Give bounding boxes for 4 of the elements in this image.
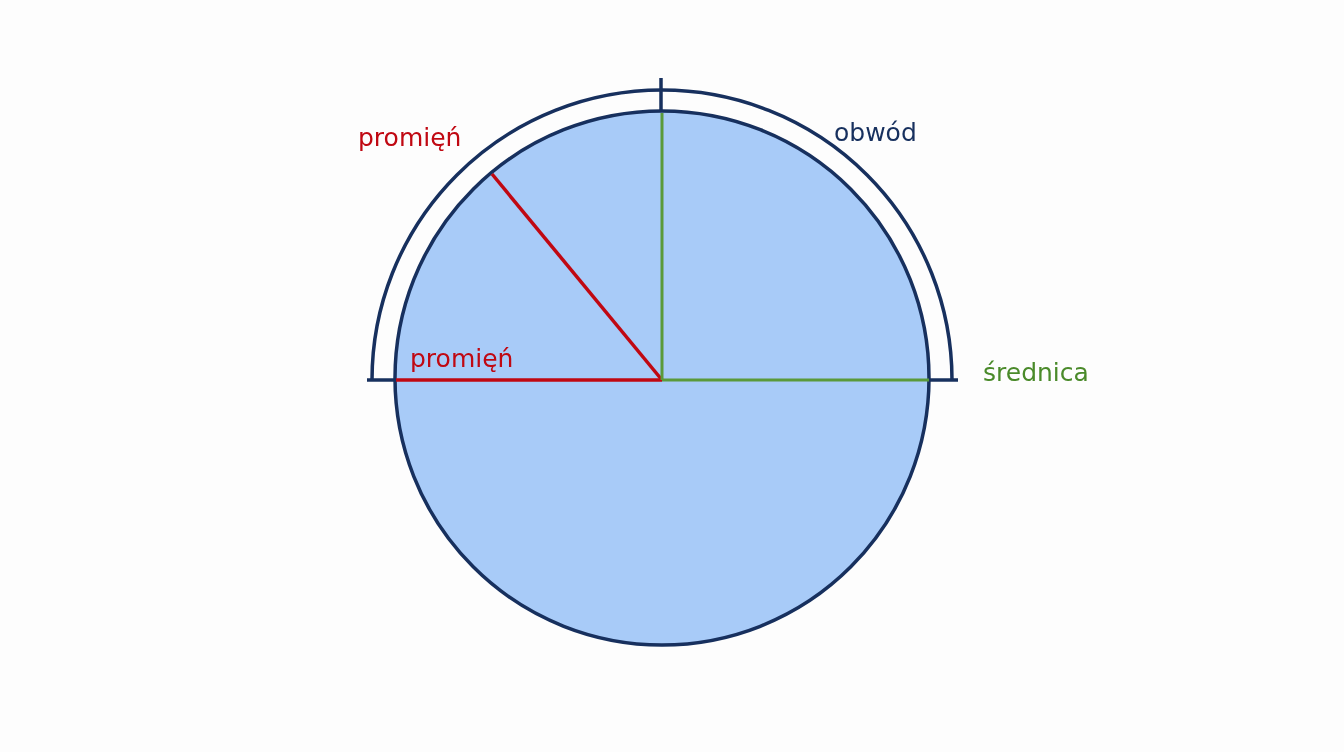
part-label: promięń <box>358 125 462 150</box>
part-label: średnica <box>983 360 1089 385</box>
part-label: promięń <box>410 346 514 371</box>
part-label: obwód <box>834 120 917 145</box>
